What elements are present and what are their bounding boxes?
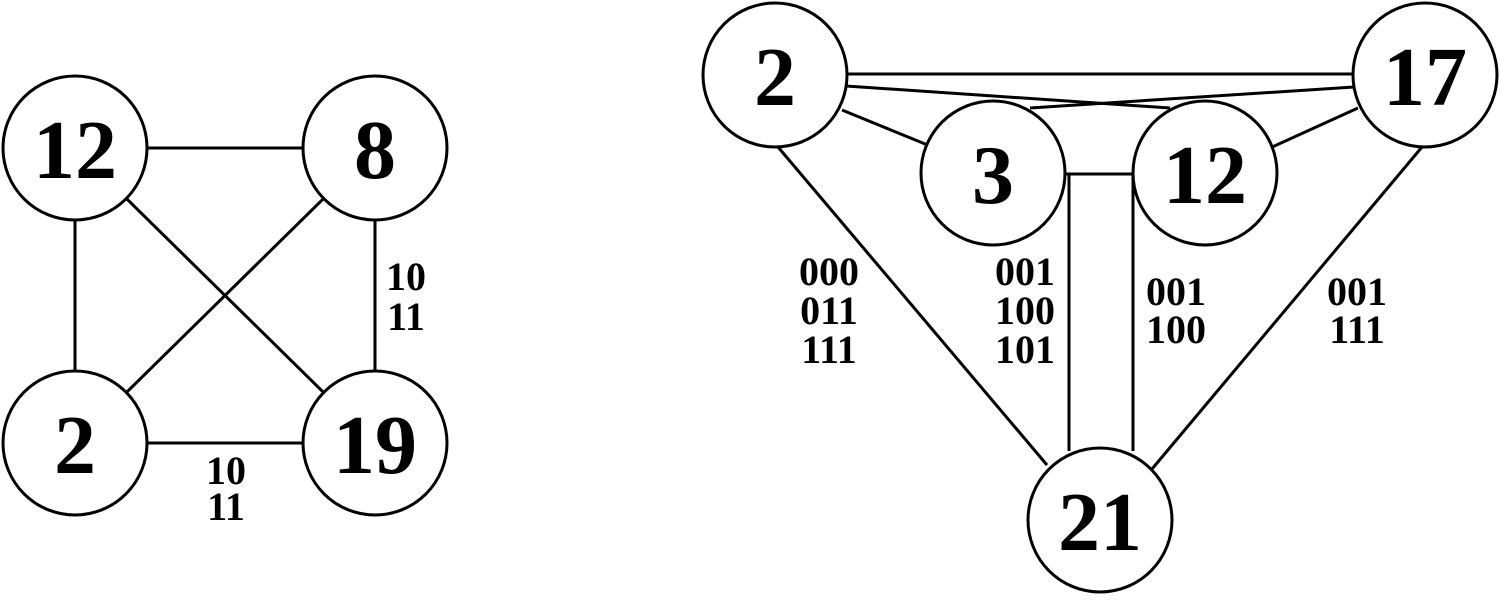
node-label: 8 bbox=[354, 104, 396, 197]
edge-b2-b3 bbox=[841, 108, 936, 150]
edge-label-line: 001 bbox=[995, 249, 1055, 294]
node-circle bbox=[1, 369, 149, 517]
node-circle bbox=[1026, 446, 1174, 594]
edge-a8-a2 bbox=[125, 197, 325, 394]
edge-label-line: 11 bbox=[387, 294, 425, 339]
edge-b3-b17 bbox=[1029, 85, 1355, 110]
node-a12: 12 bbox=[1, 74, 149, 222]
node-label: 12 bbox=[33, 104, 117, 197]
edge-label-line: 001 bbox=[1146, 269, 1206, 314]
node-b21: 21 bbox=[1026, 446, 1174, 594]
node-label: 17 bbox=[1383, 31, 1467, 124]
edge-label-line: 100 bbox=[995, 288, 1055, 333]
node-a2: 2 bbox=[1, 369, 149, 517]
node-label: 2 bbox=[54, 399, 96, 492]
edge-label-line: 001 bbox=[1327, 269, 1387, 314]
edge-label-line: 000 bbox=[799, 249, 859, 294]
edge-label-line: 10 bbox=[386, 254, 426, 299]
node-circle bbox=[301, 74, 449, 222]
node-label: 3 bbox=[972, 129, 1014, 222]
node-b12: 12 bbox=[1131, 99, 1279, 247]
edge-label-line: 111 bbox=[801, 327, 857, 372]
edge-label-line: 100 bbox=[1146, 307, 1206, 352]
node-circle bbox=[701, 1, 849, 149]
edge-b17-b21 bbox=[1150, 146, 1424, 470]
node-a8: 8 bbox=[301, 74, 449, 222]
edge-b12-b17 bbox=[1269, 106, 1359, 150]
node-label: 12 bbox=[1163, 129, 1247, 222]
node-label: 2 bbox=[754, 31, 796, 124]
edge-b2-b12 bbox=[845, 84, 1171, 110]
node-label: 19 bbox=[333, 399, 417, 492]
node-b17: 17 bbox=[1351, 1, 1499, 149]
edge-label-line: 10 bbox=[206, 448, 246, 493]
edge-label-line: 111 bbox=[1329, 307, 1385, 352]
node-circle bbox=[919, 99, 1067, 247]
node-circle bbox=[301, 369, 449, 517]
node-circle bbox=[1, 74, 149, 222]
node-circle bbox=[1351, 1, 1499, 149]
node-a19: 19 bbox=[301, 369, 449, 517]
edge-label-line: 101 bbox=[995, 327, 1055, 372]
node-label: 21 bbox=[1058, 476, 1142, 569]
edge-label-line: 11 bbox=[207, 484, 245, 529]
node-b2: 2 bbox=[701, 1, 849, 149]
node-circle bbox=[1131, 99, 1279, 247]
node-b3: 3 bbox=[919, 99, 1067, 247]
edge-label-line: 011 bbox=[800, 288, 858, 333]
edge-b2-b21 bbox=[776, 146, 1049, 466]
